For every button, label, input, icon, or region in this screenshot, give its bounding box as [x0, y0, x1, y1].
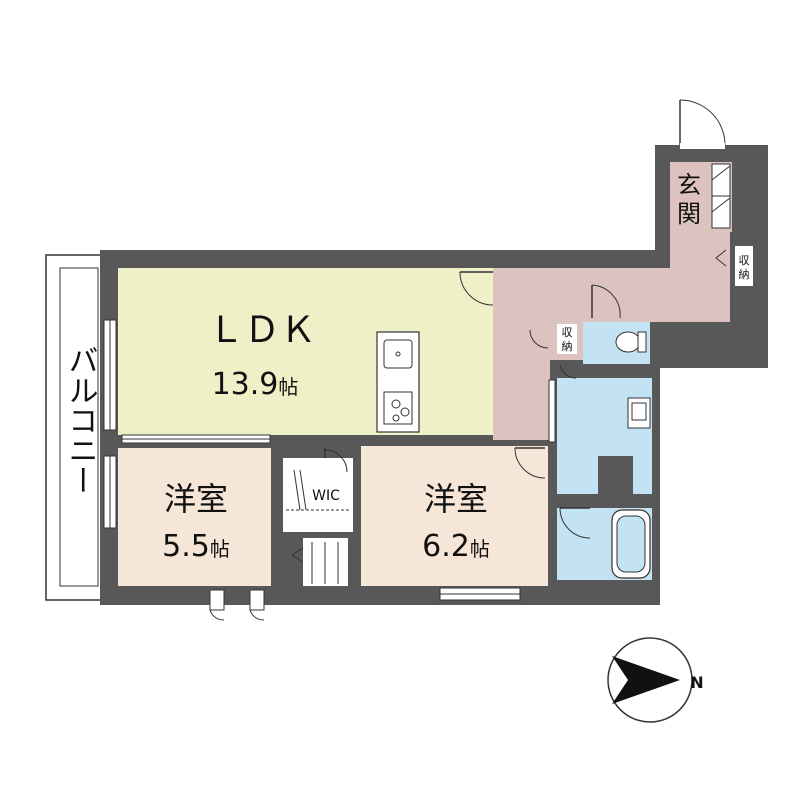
bedroom1-bottom-window-arc-2	[249, 609, 265, 621]
entrance-label-top: 玄	[677, 171, 701, 199]
shoe-cabinet-door-1	[711, 165, 731, 181]
bedroom2-label: 洋室	[424, 480, 488, 518]
balcony-label: バルコニー	[63, 345, 98, 495]
ldk-door-arc	[459, 271, 494, 306]
bedroom1-bottom-window-1	[209, 589, 225, 611]
bedroom-2	[361, 446, 548, 586]
bedroom1-label: 洋室	[164, 480, 228, 518]
bedroom1-bottom-window-2	[249, 589, 265, 611]
compass-north-label: N	[690, 673, 703, 692]
balcony-rail	[59, 267, 99, 587]
compass: N	[607, 637, 704, 723]
shoe-cabinet-door-2	[711, 197, 731, 213]
sink-drain	[395, 351, 401, 357]
kitchen-sink	[383, 339, 413, 369]
toilet-tank	[637, 331, 647, 353]
hall-storage-door-arc	[529, 329, 549, 349]
stove-burner-2	[400, 407, 410, 417]
bedroom1-size-label: 5.5帖	[162, 529, 230, 564]
storage2-label-top: 収	[562, 326, 573, 339]
wic-door-arc	[324, 449, 348, 473]
entrance-label-bottom: 関	[677, 200, 701, 228]
bedroom2-size-label: 6.2帖	[422, 529, 490, 564]
storage-1	[735, 246, 753, 286]
ldk-size-label: 13.9帖	[212, 367, 299, 402]
stove-burner-1	[391, 399, 401, 409]
bedroom1-bottom-window-arc-1	[209, 609, 225, 621]
wic-room	[283, 458, 353, 532]
storage2-label-bottom: 納	[562, 340, 573, 353]
washroom-door-arc	[559, 364, 577, 379]
bedroom2-door-arc	[514, 447, 546, 479]
bedroom-1	[118, 448, 271, 586]
storage1-label-top: 収	[739, 254, 750, 267]
wic-hanger-1	[293, 469, 301, 511]
ldk-label: ＬＤＫ	[208, 310, 316, 351]
compass-arrow-icon	[612, 656, 680, 704]
entrance-door-arc	[679, 99, 726, 146]
entrance-door-opening	[680, 143, 725, 149]
toilet-door-arc	[591, 284, 621, 319]
vanity-basin	[631, 402, 647, 421]
toilet-bowl	[615, 331, 641, 353]
storage-2	[557, 324, 577, 354]
storage1-label-bottom: 納	[739, 268, 750, 281]
ldk-room	[118, 268, 493, 435]
bathroom-door-arc	[559, 507, 591, 539]
wic-label: WIC	[312, 488, 340, 504]
storage1-door-marker	[715, 249, 727, 267]
washroom-sliding-door	[548, 379, 556, 443]
closet-door-marker	[291, 547, 304, 563]
stove-burner-3	[392, 414, 400, 422]
bathtub-inner	[616, 515, 646, 573]
wic-hanger-2	[299, 469, 307, 511]
hallway	[493, 232, 730, 440]
